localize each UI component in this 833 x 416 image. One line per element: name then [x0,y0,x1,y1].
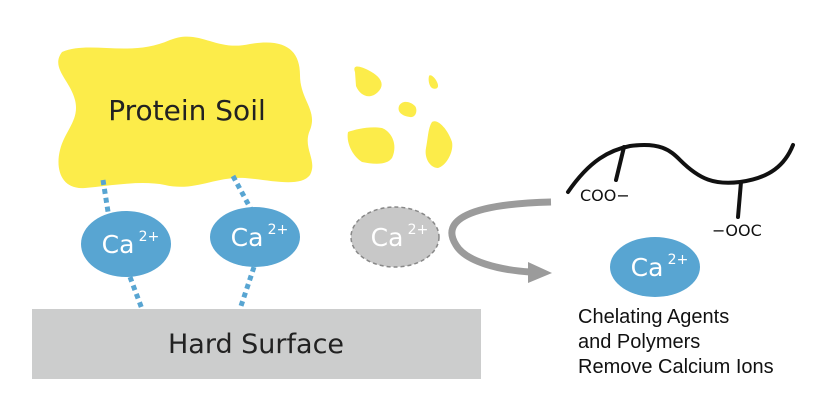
caption-line: Remove Calcium Ions [578,356,774,378]
hard-surface [32,309,481,379]
soil-fragment [347,127,395,164]
calcium-ion-chelated: Ca 2+ [610,237,700,297]
soil-fragment [354,66,382,97]
svg-text:2+: 2+ [268,222,289,238]
carboxylate-group-right: −OOC [712,221,762,240]
svg-text:2+: 2+ [408,222,429,238]
caption: Chelating Agents and Polymers Remove Cal… [578,305,774,380]
protein-soil-label: Protein Soil [108,94,266,127]
svg-text:2+: 2+ [668,252,689,268]
svg-text:2+: 2+ [139,229,160,245]
ionic-bond-soil-ion-1 [100,179,112,219]
caption-line: and Polymers [578,331,701,353]
soil-fragment [398,101,417,118]
svg-text:Ca: Ca [102,230,135,259]
chelating-polymer [566,143,795,219]
ionic-bond-soil-ion-2 [230,174,256,215]
calcium-ion-bound-1: Ca 2+ [81,211,171,277]
svg-text:Ca: Ca [231,223,264,252]
soil-fragment [425,121,453,168]
calcium-ion-bound-2: Ca 2+ [210,207,300,267]
removal-arrow [448,198,552,283]
protein-soil-blob [58,36,313,189]
ionic-bond-ion-surface-1 [127,276,145,310]
svg-text:Ca: Ca [631,253,664,282]
caption-line: Chelating Agents [578,306,730,328]
svg-text:Ca: Ca [371,223,404,252]
ionic-bond-ion-surface-2 [237,266,257,310]
hard-surface-label: Hard Surface [168,329,344,360]
soil-fragment [428,75,439,89]
calcium-ion-removed: Ca 2+ [350,206,440,268]
carboxylate-group-left: COO− [580,186,630,205]
